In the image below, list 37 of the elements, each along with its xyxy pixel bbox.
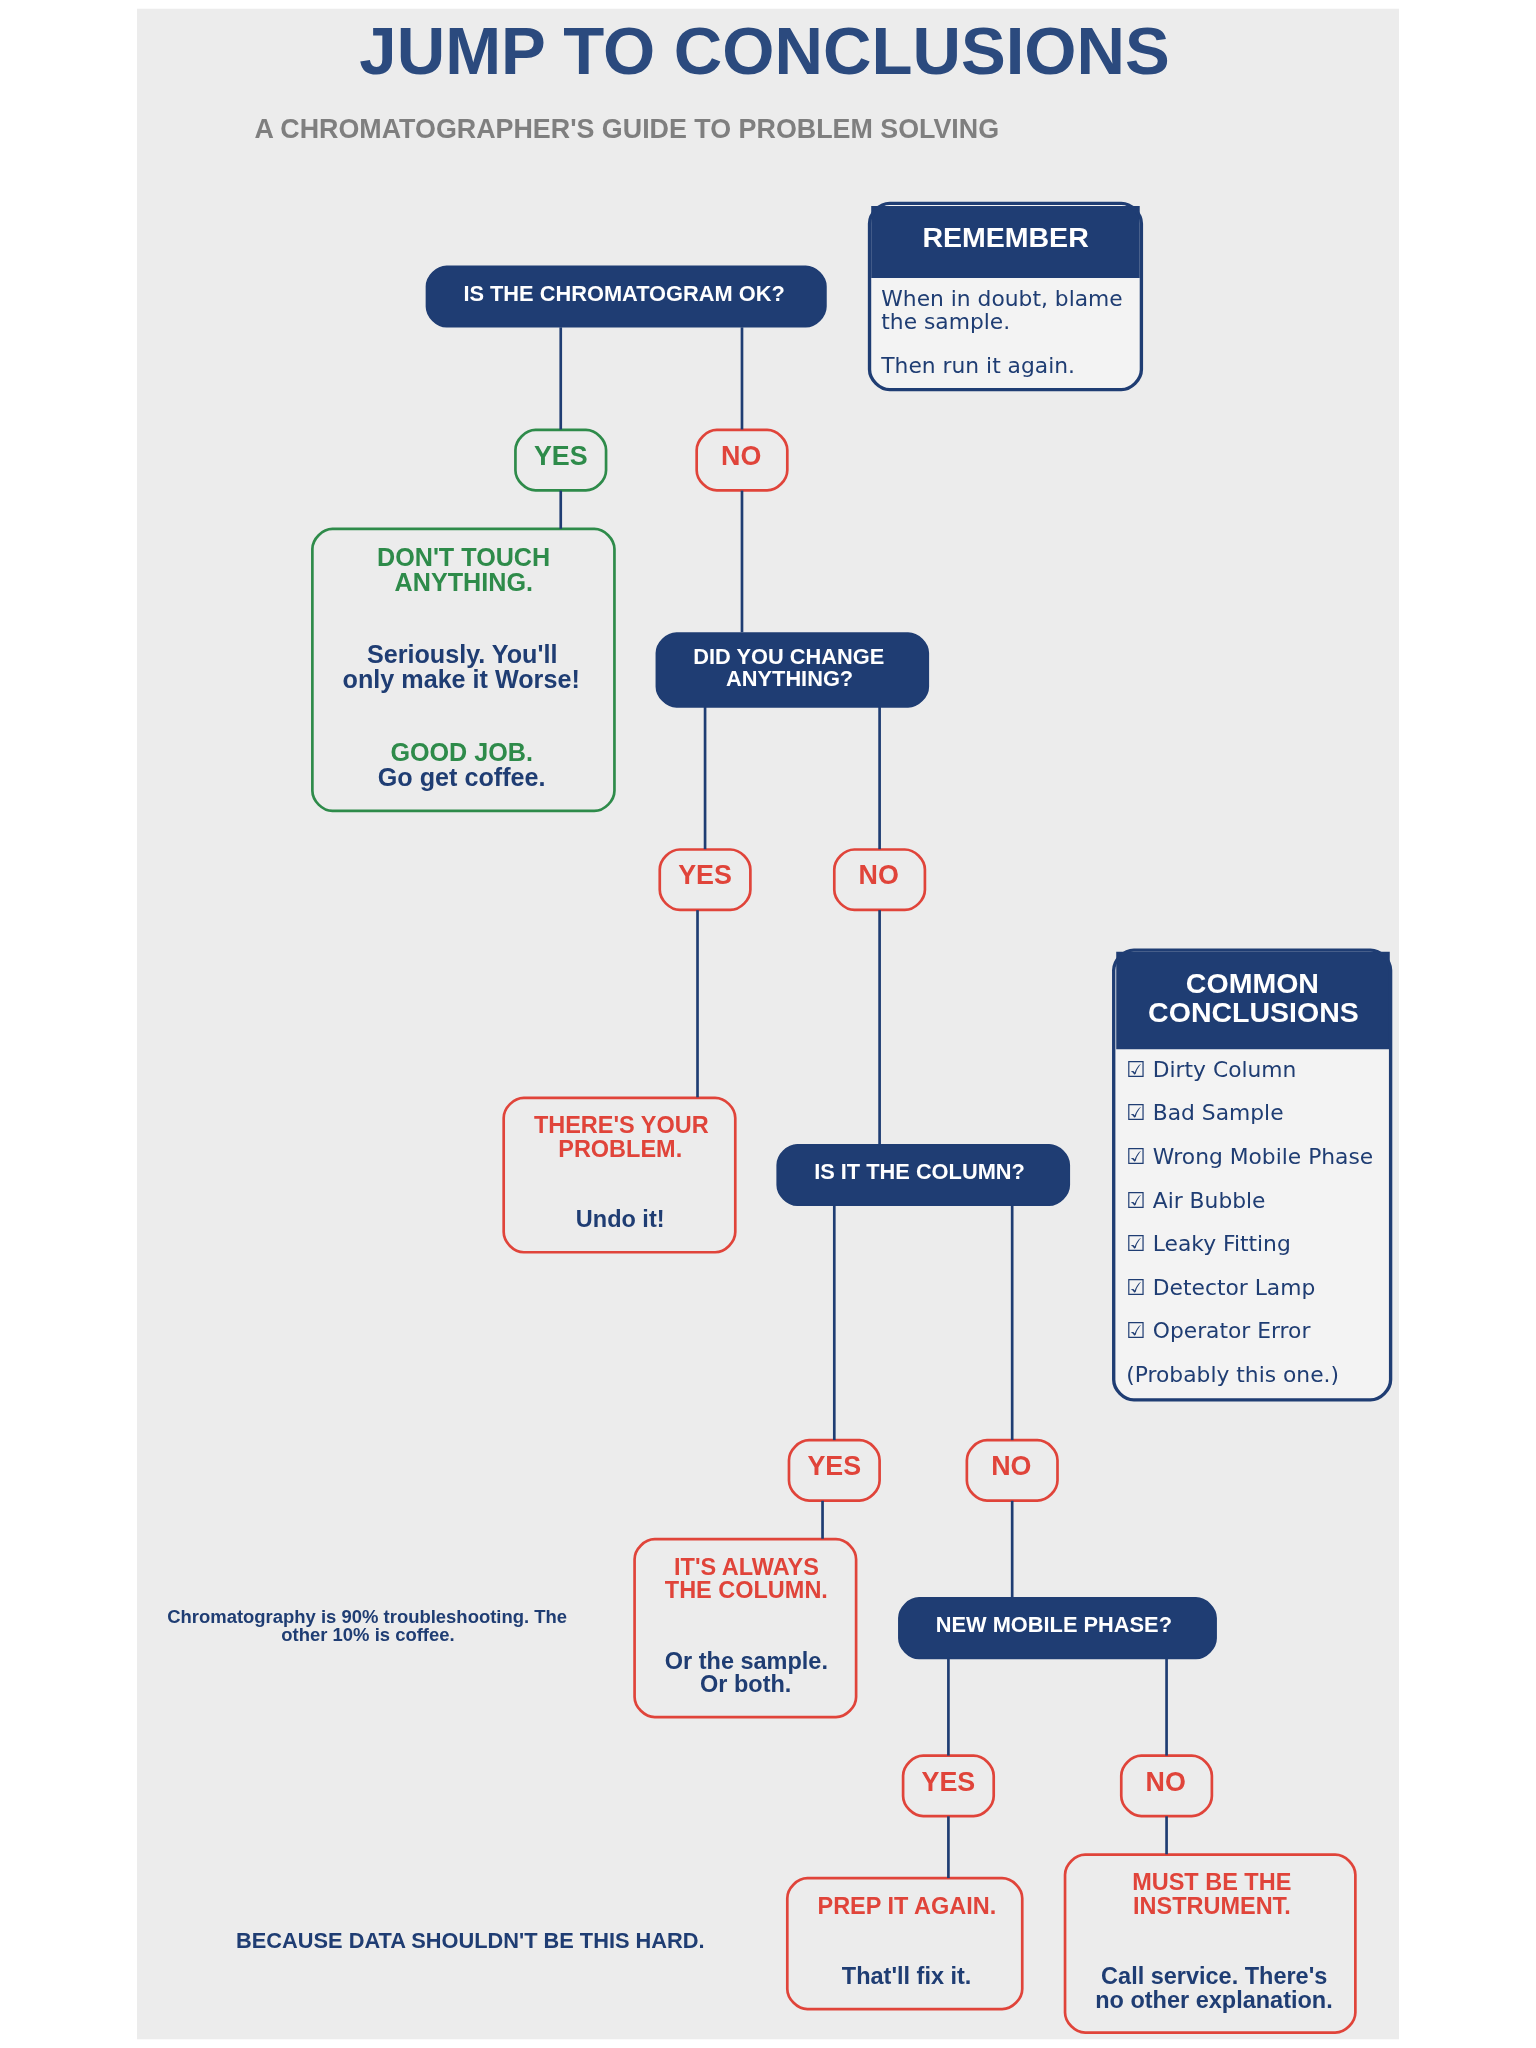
connector bbox=[740, 490, 744, 633]
connector bbox=[1010, 1205, 1014, 1441]
node-box: DID YOU CHANGE ANYTHING? bbox=[655, 632, 930, 708]
connector bbox=[696, 910, 699, 1098]
node-box: IS THE CHROMATOGRAM OK? bbox=[425, 265, 827, 328]
connector bbox=[559, 327, 563, 430]
node-box: NO bbox=[1119, 1754, 1214, 1818]
diagram-title: JUMP TO CONCLUSIONS bbox=[359, 13, 1170, 89]
connector bbox=[878, 706, 881, 850]
node-box: DON'T TOUCH ANYTHING. Seriously. You'll only make it Worse! GOOD JOB. Go get coffee. bbox=[311, 527, 616, 813]
connector bbox=[821, 1500, 824, 1539]
node-box: THERE'S YOUR PROBLEM. Undo it! bbox=[502, 1096, 737, 1254]
node-box: YES bbox=[787, 1438, 881, 1502]
label: A CHROMATOGRAPHER'S GUIDE TO PROBLEM SOLVING bbox=[254, 113, 1000, 144]
node-box: YES bbox=[514, 428, 608, 492]
node-box: YES bbox=[658, 848, 752, 912]
connector bbox=[703, 706, 707, 850]
connector bbox=[740, 327, 744, 430]
connector bbox=[1165, 1658, 1168, 1756]
node-box: NEW MOBILE PHASE? bbox=[898, 1597, 1217, 1660]
connector bbox=[878, 910, 881, 1145]
node-box: NO bbox=[832, 848, 927, 912]
connector bbox=[832, 1205, 836, 1441]
node-box: IS IT THE COLUMN? bbox=[776, 1144, 1071, 1207]
node-box: MUST BE THE INSTRUMENT. Call service. There's no other explanation. bbox=[1063, 1853, 1357, 2034]
node-box: IT'S ALWAYS THE COLUMN. Or the sample. Or both. bbox=[633, 1537, 858, 1719]
connector bbox=[559, 490, 563, 529]
label: BECAUSE DATA SHOULDN'T BE THIS HARD. bbox=[236, 1927, 705, 1953]
connector bbox=[947, 1816, 950, 1879]
node-box: YES bbox=[901, 1754, 996, 1818]
connector bbox=[1165, 1816, 1168, 1855]
connector bbox=[947, 1658, 950, 1756]
label: Chromatography is 90% troubleshooting. The other 10% is coffee. bbox=[167, 1605, 568, 1646]
node-box: NO bbox=[965, 1438, 1059, 1502]
node-box: PREP IT AGAIN. That'll fix it. bbox=[785, 1876, 1024, 2011]
connector bbox=[1010, 1500, 1014, 1598]
node-box: NO bbox=[695, 428, 789, 492]
